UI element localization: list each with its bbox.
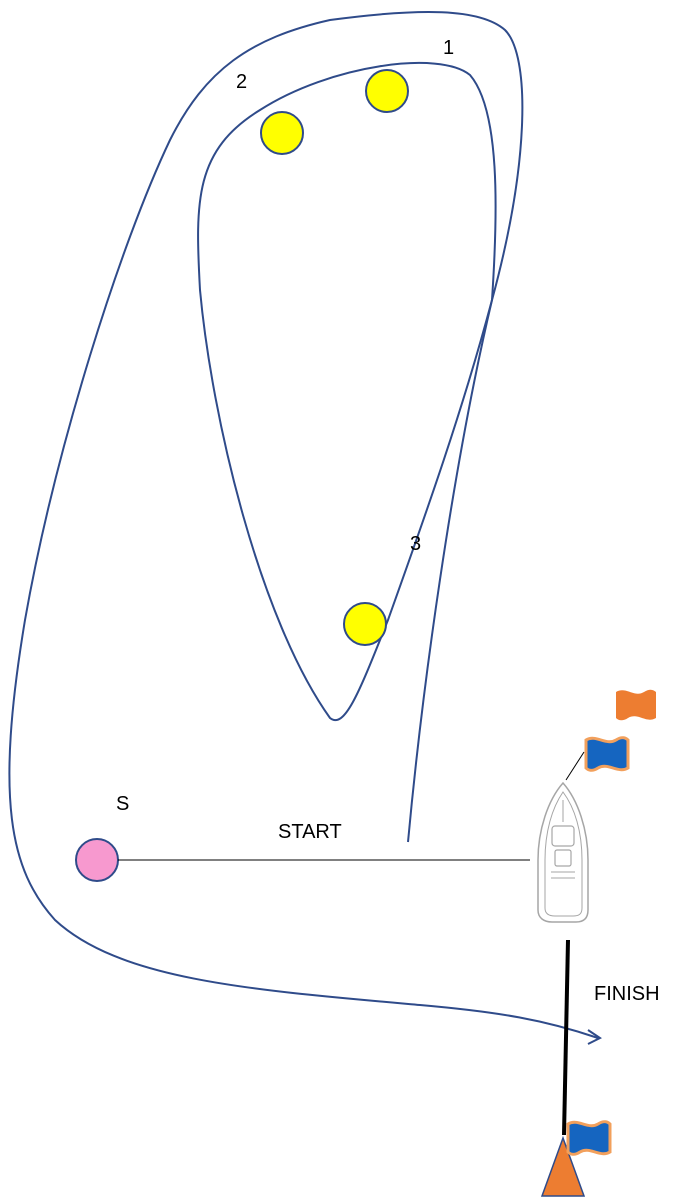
mark-2-buoy	[260, 111, 304, 155]
course-arrowhead	[587, 1029, 602, 1045]
course-path	[8, 10, 599, 1039]
orange-flag	[616, 689, 656, 721]
start-line-label: START	[278, 821, 342, 843]
finish-mark-triangle	[540, 1135, 586, 1197]
blue-flag-finish	[566, 1120, 612, 1156]
mark-2-label: 2	[236, 71, 247, 93]
blue-flag-boat	[584, 736, 630, 772]
committee-boat	[537, 781, 589, 923]
boat-flag-pole	[565, 751, 585, 781]
mark-3-label: 3	[410, 533, 421, 555]
mark-1-label: 1	[443, 37, 454, 59]
finish-line-label: FINISH	[594, 983, 660, 1005]
course-inner-loop	[197, 61, 497, 721]
mark-3-buoy	[343, 602, 387, 646]
start-mark-buoy	[75, 838, 119, 882]
mark-1-buoy	[365, 69, 409, 113]
start-mark-label: S	[116, 793, 129, 815]
finish-line	[562, 939, 570, 1136]
